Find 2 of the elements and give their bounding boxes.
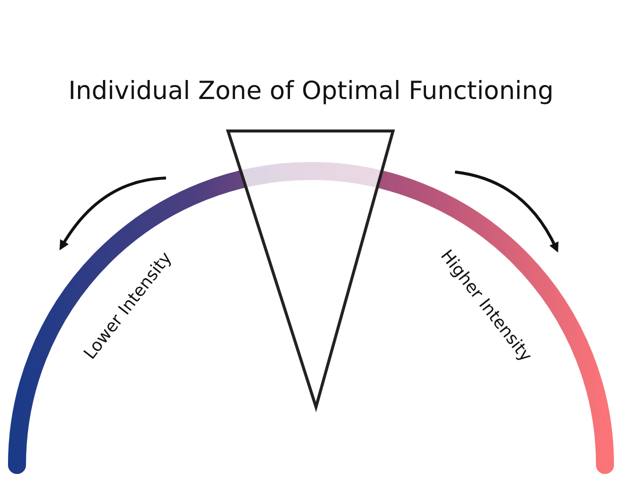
diagram-title: Individual Zone of Optimal Functioning [67, 76, 555, 105]
inverted-triangle [226, 130, 395, 412]
